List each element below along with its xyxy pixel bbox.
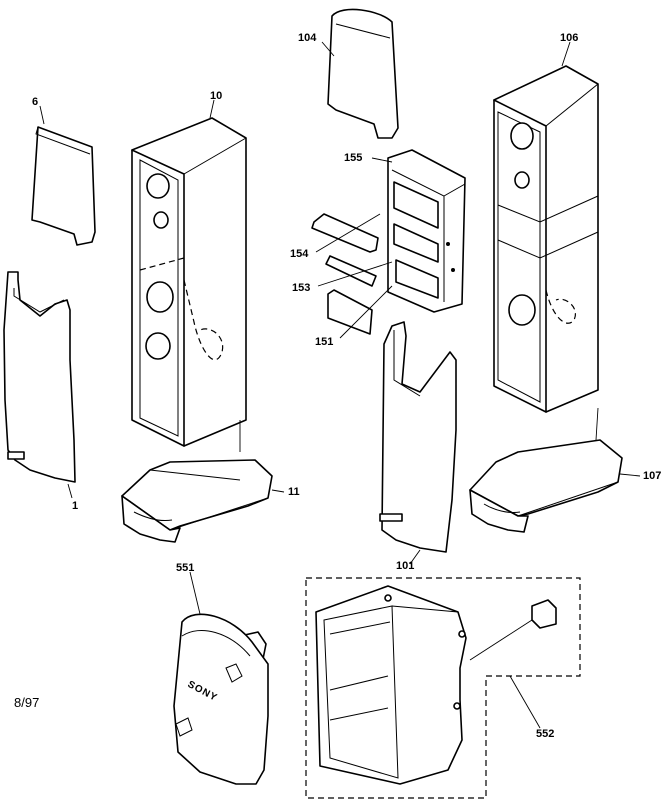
part-10-speaker-cabinet <box>131 117 247 447</box>
part-104-top-cap <box>327 8 399 139</box>
date-code: 8/97 <box>14 695 40 710</box>
label-part-151: 151 <box>315 336 334 348</box>
part-551-satellite-speaker <box>173 613 269 785</box>
label-part-153: 153 <box>292 282 311 294</box>
label-part-1: 1 <box>72 500 79 512</box>
label-part-101: 101 <box>396 560 415 572</box>
part-106-speaker-cabinet <box>493 65 599 413</box>
part-11-base <box>121 459 273 543</box>
label-part-155: 155 <box>344 152 363 164</box>
part-1-badge <box>7 451 25 460</box>
label-part-6: 6 <box>32 96 39 108</box>
label-part-552: 552 <box>536 728 555 740</box>
part-151-panel <box>327 289 373 335</box>
label-part-11: 11 <box>288 486 300 498</box>
part-552-enclosure <box>305 577 581 799</box>
part-153-plate <box>325 255 377 287</box>
label-part-106: 106 <box>560 32 579 44</box>
part-107-base <box>469 439 623 533</box>
leader-lines <box>39 41 641 729</box>
part-1-front-grille <box>3 271 76 483</box>
label-part-104: 104 <box>298 32 317 44</box>
part-101-front-grille <box>379 321 457 553</box>
part-155-module-housing <box>387 149 466 313</box>
part-101-badge <box>379 513 403 522</box>
part-154-bar <box>311 213 379 253</box>
label-part-10: 10 <box>210 90 223 102</box>
label-part-107: 107 <box>643 470 662 482</box>
label-part-154: 154 <box>290 248 309 260</box>
part-552-connector <box>531 599 557 629</box>
part-6-grille-cap <box>31 126 96 246</box>
label-part-551: 551 <box>176 562 195 574</box>
